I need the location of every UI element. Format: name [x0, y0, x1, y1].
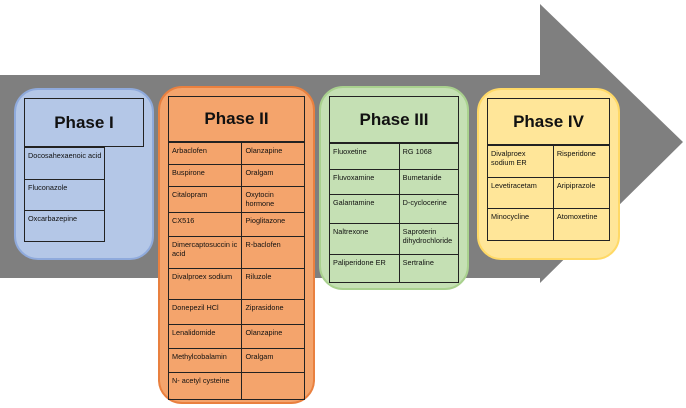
- phase-3-title: Phase III: [359, 109, 429, 129]
- drug-cell: Buspirone: [167, 164, 243, 187]
- drug-cell: Divalproex sodium: [167, 268, 243, 300]
- table-row: N- acetyl cysteine: [167, 372, 305, 400]
- phase-4-title: Phase IV: [513, 111, 584, 131]
- drug-cell: [241, 372, 305, 400]
- drug-cell: Olanzapine: [241, 324, 305, 349]
- drug-cell: Sertraline: [398, 254, 460, 283]
- drug-cell: Fluoxetine: [329, 143, 400, 170]
- drug-cell: D-cyclocerine: [398, 194, 460, 224]
- drug-cell: Riluzole: [241, 268, 305, 300]
- drug-cell: Oxytocin hormone: [241, 186, 305, 213]
- drug-cell: Fluconazole: [23, 179, 106, 211]
- drug-cell: CX516: [167, 212, 243, 237]
- drug-cell: Oralgam: [241, 348, 305, 373]
- phase-1-title: Phase I: [54, 112, 114, 132]
- drug-cell: Galantamine: [329, 194, 400, 224]
- table-row: Docosahexaenoic acid: [23, 147, 106, 180]
- drug-cell: Methylcobalamin: [167, 348, 243, 373]
- drug-cell: Saproterin dihydrochloride: [398, 223, 460, 255]
- table-row: Fluconazole: [23, 179, 106, 211]
- phase-1-header: Phase I: [24, 98, 144, 147]
- drug-cell: Oxcarbazepine: [23, 210, 106, 242]
- drug-cell: Atomoxetine: [552, 208, 611, 241]
- drug-cell: Olanzapine: [241, 142, 305, 165]
- phase-3-header: Phase III: [329, 96, 459, 143]
- drug-cell: Arbaclofen: [167, 142, 243, 165]
- drug-cell: Levetiracetam: [487, 177, 554, 209]
- drug-cell: Minocycline: [487, 208, 554, 241]
- drug-cell: N- acetyl cysteine: [167, 372, 243, 400]
- drug-cell: Ziprasidone: [241, 299, 305, 325]
- phase-4-header: Phase IV: [487, 98, 610, 145]
- drug-cell: Dimercaptosuccin ic acid: [167, 236, 243, 269]
- drug-cell: RG 1068: [398, 143, 460, 170]
- drug-cell: Docosahexaenoic acid: [23, 147, 106, 180]
- drug-cell: Divalproex sodium ER: [487, 145, 554, 178]
- drug-cell: Citalopram: [167, 186, 243, 213]
- drug-cell: R-baclofen: [241, 236, 305, 269]
- drug-cell: Pioglitazone: [241, 212, 305, 237]
- drug-cell: Risperidone: [552, 145, 611, 178]
- phase-2-header: Phase II: [168, 96, 305, 142]
- drug-cell: Fluvoxamine: [329, 169, 400, 195]
- table-row: Oxcarbazepine: [23, 210, 106, 242]
- drug-cell: Paliperidone ER: [329, 254, 400, 283]
- drug-cell: Naltrexone: [329, 223, 400, 255]
- phase-2-title: Phase II: [204, 109, 269, 128]
- drug-cell: Lenalidomide: [167, 324, 243, 349]
- drug-cell: Bumetanide: [398, 169, 460, 195]
- drug-cell: Donepezil HCl: [167, 299, 243, 325]
- drug-cell: Aripiprazole: [552, 177, 611, 209]
- drug-cell: Oralgam: [241, 164, 305, 187]
